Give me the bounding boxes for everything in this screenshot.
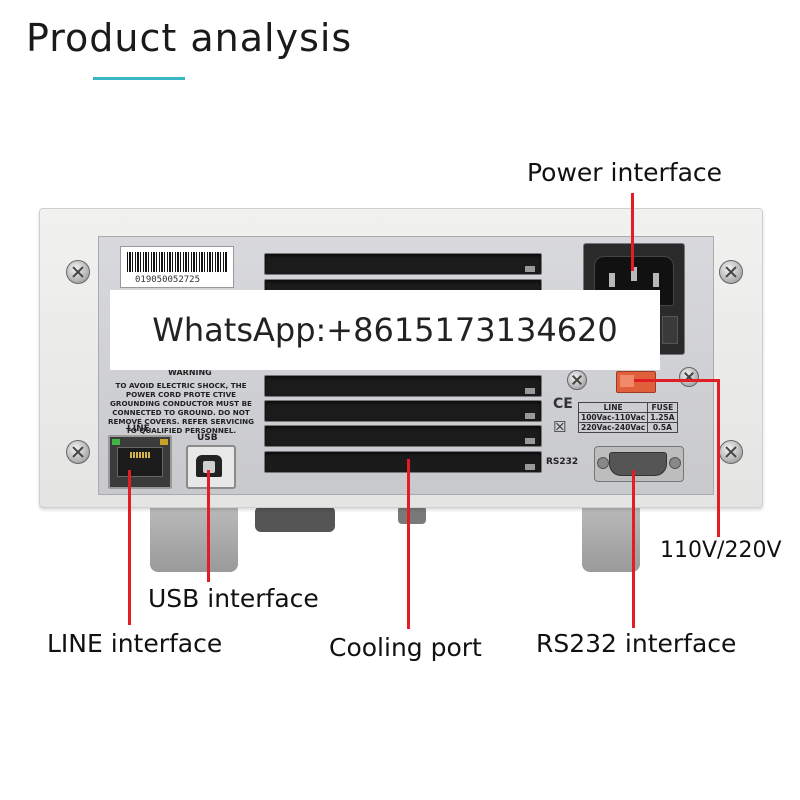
- warning-text: TO AVOID ELECTRIC SHOCK, THE POWER CORD …: [107, 381, 255, 435]
- callout-line-cooling: [407, 459, 410, 629]
- ce-mark: CE: [553, 396, 573, 412]
- line-port-label: LINE: [127, 424, 150, 434]
- frame-screw-left-top: [66, 260, 90, 284]
- serial-number: 019050052725: [135, 275, 201, 285]
- weee-bin-icon: ☒: [553, 418, 567, 436]
- callout-line-voltage-v: [717, 379, 720, 537]
- cooling-vent: [264, 451, 542, 473]
- frame-screw-left-bottom: [66, 440, 90, 464]
- cooling-vent: [264, 425, 542, 447]
- device-underside-tab: [398, 506, 426, 524]
- fuse-table-cell: 1.25A: [647, 412, 678, 423]
- panel-screw-b: [679, 367, 699, 387]
- device-foot-left: [150, 500, 238, 572]
- usb-port-core: [203, 461, 215, 473]
- fuse-table-cell: 100Vac-110Vac: [577, 412, 649, 423]
- rs232-socket: [609, 452, 667, 476]
- frame-screw-right-top: [719, 260, 743, 284]
- title-underline: [93, 77, 185, 80]
- power-pin: [653, 273, 659, 287]
- device-underside: [255, 506, 335, 532]
- fuse-table-cell: 220Vac-240Vac: [577, 422, 649, 433]
- fuse-table-cell: 0.5A: [647, 422, 678, 433]
- device-foot-right: [582, 500, 640, 572]
- warning-heading: WARNING: [168, 368, 212, 377]
- panel-screw-a: [567, 370, 587, 390]
- fuse-table: LINE FUSE 100Vac-110Vac 1.25A 220Vac-240…: [577, 402, 678, 433]
- line-port-led-green: [112, 439, 120, 445]
- rs232-nut-right: [669, 457, 681, 469]
- fuse-slot: [662, 316, 678, 344]
- callout-line-line: [128, 470, 131, 625]
- callout-line-usb: [207, 470, 210, 582]
- callout-rs232-interface: RS232 interface: [536, 629, 737, 658]
- voltage-switch: [616, 371, 656, 393]
- callout-line-interface: LINE interface: [47, 629, 223, 658]
- cooling-vent: [264, 400, 542, 422]
- usb-port: [186, 445, 236, 489]
- cooling-vent: [264, 375, 542, 397]
- barcode: [127, 252, 227, 272]
- fuse-table-header-line: LINE: [577, 402, 649, 413]
- frame-screw-right-bottom: [719, 440, 743, 464]
- callout-cooling-port: Cooling port: [329, 633, 482, 662]
- line-port-pins: [130, 452, 150, 458]
- line-port-led-yellow: [160, 439, 168, 445]
- usb-port-socket: [196, 455, 222, 477]
- callout-line-voltage-h: [634, 379, 719, 382]
- fuse-table-header-fuse: FUSE: [647, 402, 678, 413]
- line-port-socket: [117, 447, 163, 477]
- page-title: Product analysis: [26, 16, 353, 60]
- callout-voltage: 110V/220V: [660, 538, 782, 563]
- usb-port-label: USB: [197, 433, 218, 443]
- power-pin: [631, 267, 637, 281]
- rs232-port: [594, 446, 684, 482]
- callout-line-rs232: [632, 470, 635, 628]
- power-pin: [609, 273, 615, 287]
- callout-power-interface: Power interface: [527, 158, 723, 187]
- callout-usb-interface: USB interface: [148, 584, 319, 613]
- serial-label: 019050052725: [120, 246, 234, 288]
- line-port: [108, 435, 172, 489]
- rs232-port-label: RS232: [546, 457, 579, 467]
- cooling-vent: [264, 253, 542, 275]
- watermark-banner: WhatsApp:+8615173134620: [110, 290, 660, 370]
- callout-line-power: [631, 193, 634, 271]
- rs232-nut-left: [597, 457, 609, 469]
